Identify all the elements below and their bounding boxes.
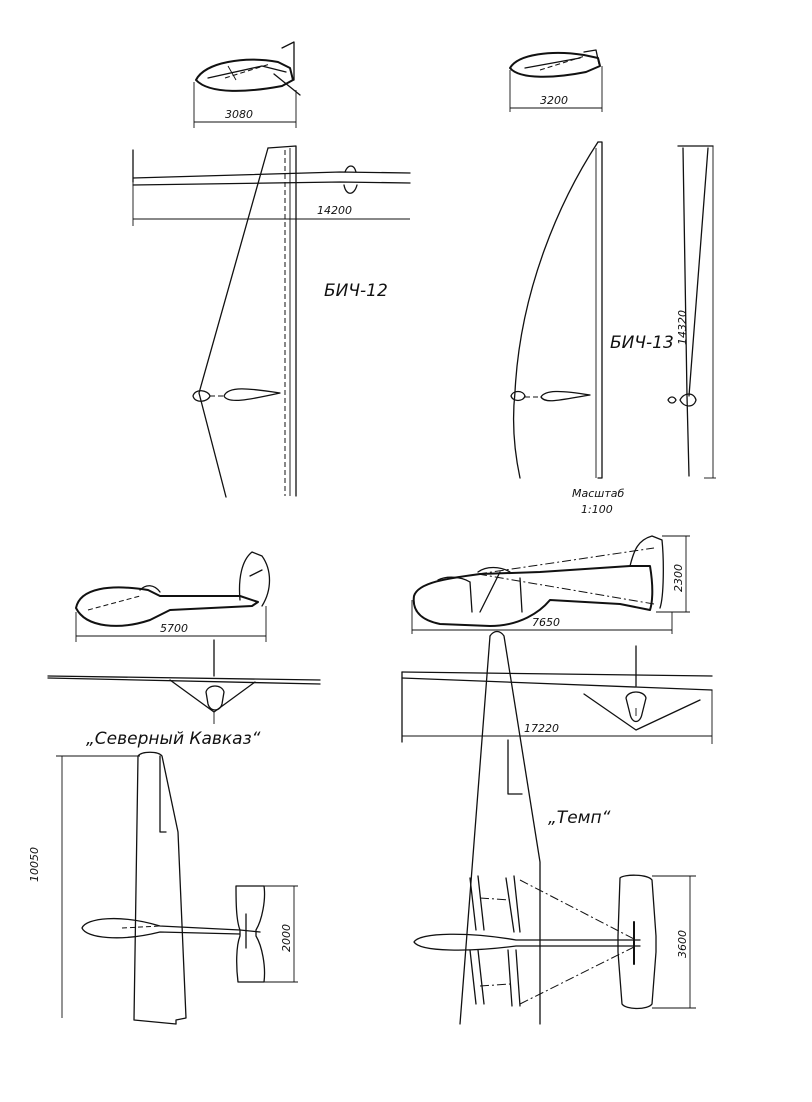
scale-note: Масштаб 1:100 bbox=[572, 487, 624, 516]
severny-title: „Северный Кавказ“ bbox=[86, 729, 261, 749]
bich13-dim-front: 3200 bbox=[540, 94, 568, 107]
temp-title: „Темп“ bbox=[548, 808, 611, 828]
bich13-group: 3200 14320 БИЧ-13 bbox=[509, 49, 716, 479]
temp-front-view: 17220 bbox=[401, 645, 713, 744]
severny-dim-span: 10050 bbox=[28, 847, 41, 882]
bich12-dim-span: 14200 bbox=[317, 204, 352, 217]
severny-front-view bbox=[47, 639, 321, 724]
severny-group: 5700 „Северный Кавказ“ 10050 2000 bbox=[28, 551, 321, 1025]
scale-title: Масштаб bbox=[572, 487, 624, 500]
bich13-plan-view bbox=[510, 141, 603, 479]
bich12-title: БИЧ-12 bbox=[324, 281, 388, 301]
temp-dim-tail: 3600 bbox=[676, 930, 689, 958]
temp-side-view: 2300 7650 bbox=[411, 535, 690, 634]
bich12-front-view: 14200 bbox=[132, 149, 411, 226]
scale-value: 1:100 bbox=[581, 503, 613, 516]
bich12-side-view bbox=[195, 41, 301, 96]
temp-dim-span: 17220 bbox=[524, 722, 559, 735]
temp-dim-length: 7650 bbox=[532, 616, 560, 629]
temp-group: 2300 7650 17220 „Темп“ bbox=[401, 535, 713, 1025]
severny-side-view: 5700 bbox=[75, 551, 271, 642]
bich13-title: БИЧ-13 bbox=[610, 333, 674, 353]
bich13-front-dim: 3200 bbox=[509, 66, 603, 112]
bich12-front-dim: 3080 bbox=[193, 82, 297, 128]
bich13-side-view bbox=[509, 49, 601, 78]
temp-dim-height: 2300 bbox=[672, 564, 685, 592]
temp-plan-view: 3600 bbox=[413, 630, 696, 1025]
severny-dim-tail: 2000 bbox=[280, 924, 293, 952]
bich12-dim-front: 3080 bbox=[225, 108, 253, 121]
bich13-front-view: 14320 bbox=[667, 145, 716, 479]
bich13-dim-span: 14320 bbox=[676, 310, 689, 345]
severny-dim-length: 5700 bbox=[160, 622, 188, 635]
severny-plan-view: 10050 2000 bbox=[28, 751, 298, 1025]
bich12-plan-view bbox=[192, 145, 297, 498]
bich12-group: 3080 14200 БИЧ-12 bbox=[132, 41, 411, 498]
